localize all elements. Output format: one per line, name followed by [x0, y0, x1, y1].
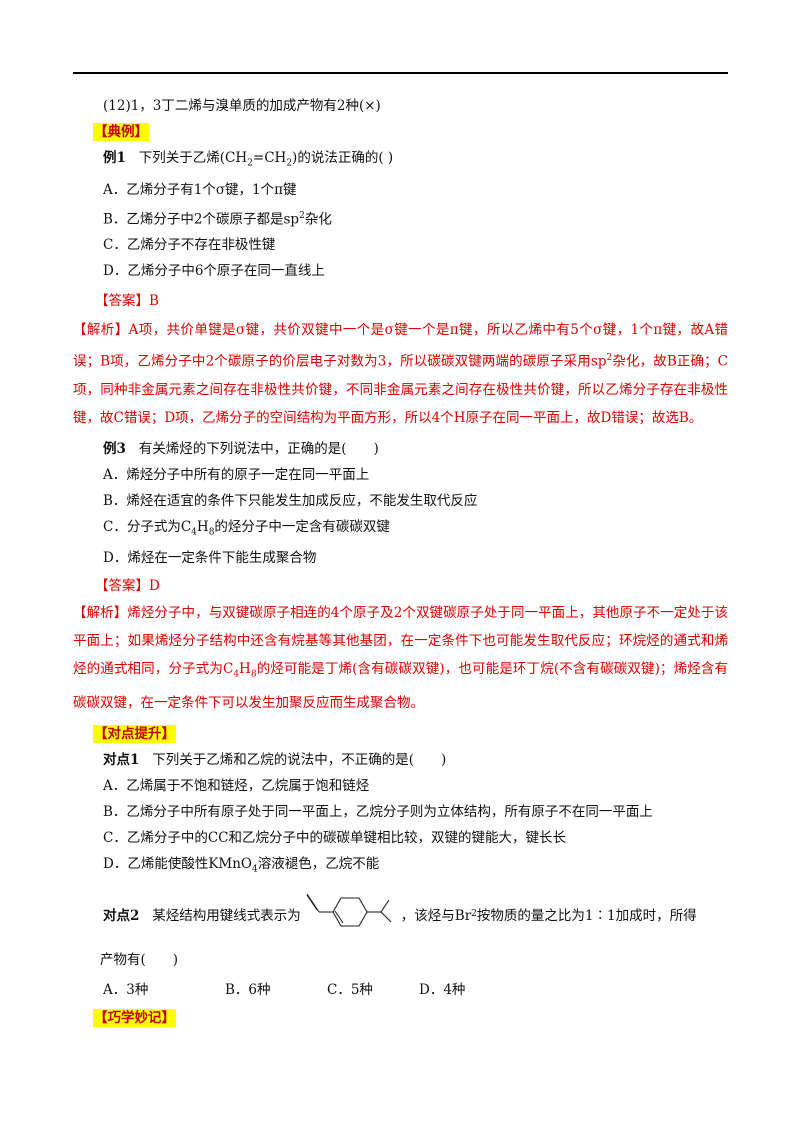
practice2-label: 对点2	[103, 907, 140, 924]
example1-option-c: C．乙烯分子不存在非极性键	[103, 237, 276, 254]
practice2-option-d: D．4种	[419, 981, 466, 998]
header-rule	[73, 72, 728, 74]
practice1-option-d: D．乙烯能使酸性KMnO4溶液褪色，乙烷不能	[103, 856, 380, 875]
example1-label: 例1	[103, 150, 126, 166]
example1-analysis: 【解析】A项，共价单键是σ键，共价双键中一个是σ键一个是π键，所以乙烯中有5个σ…	[73, 322, 729, 426]
section-practice-heading: 【对点提升】	[93, 721, 728, 747]
section-tips-heading: 【巧学妙记】	[93, 1005, 728, 1031]
practice2-option-a: A．3种	[103, 981, 149, 998]
example3-question: 例3 有关烯烃的下列说法中，正确的是( )	[103, 440, 379, 457]
example1-question: 例1 下列关于乙烯(CH2=CH2)的说法正确的( )	[103, 150, 394, 169]
practice2-question-line2: 产物有( )	[100, 951, 179, 968]
top-line: (12)1，3丁二烯与溴单质的加成产物有2种(×)	[103, 98, 381, 114]
example1-option-a: A．乙烯分子有1个σ键，1个π键	[103, 181, 297, 198]
practice2-options: A．3种 B．6种 C．5种 D．4种	[103, 977, 728, 1003]
example3-label: 例3	[103, 440, 126, 457]
example1-option-d: D．乙烯分子中6个原子在同一直线上	[103, 263, 325, 280]
practice1-label: 对点1	[103, 752, 140, 769]
section-tips-label: 【巧学妙记】	[93, 1008, 176, 1027]
example1-answer: 【答案】B	[95, 293, 159, 310]
methyl-bond-1	[380, 899, 390, 913]
practice2-option-c: C．5种	[327, 981, 373, 998]
vinyl-double-bond	[306, 894, 318, 911]
practice2-option-b: B．6种	[225, 981, 271, 998]
section-practice-label: 【对点提升】	[93, 725, 176, 744]
example3-option-d: D．烯烃在一定条件下能生成聚合物	[103, 550, 317, 567]
example3-analysis: 【解析】烯烃分子中，与双键碳原子相连的4个原子及2个双键碳原子处于同一平面上，其…	[73, 605, 728, 712]
cyclohexene-ring	[332, 897, 368, 927]
methyl-bond-2	[380, 911, 392, 923]
practice1-question: 对点1 下列关于乙烯和乙烷的说法中，不正确的是( )	[103, 752, 447, 769]
document-body: (12)1，3丁二烯与溴单质的加成产物有2种(×) 【典例】 例1 下列关于乙烯…	[73, 93, 728, 1031]
example3-option-a: A．烯烃分子中所有的原子一定在同一平面上	[103, 466, 370, 483]
skeletal-structure-diagram	[306, 893, 392, 927]
ring-double-bond	[334, 910, 344, 924]
example3-option-c: C．分子式为C4H8的烃分子中一定含有碳碳双键	[103, 518, 390, 538]
vinyl-bond-1	[306, 893, 320, 913]
section-example-label: 【典例】	[93, 123, 149, 141]
practice1-option-a: A．乙烯属于不饱和链烃，乙烷属于饱和链烃	[103, 778, 370, 795]
example3-answer: 【答案】D	[95, 578, 160, 595]
section-example-heading: 【典例】	[93, 119, 728, 145]
example3-option-b: B．烯烃在适宜的条件下只能发生加成反应，不能发生取代反应	[103, 492, 478, 509]
practice1-option-b: B．乙烯分子中所有原子处于同一平面上，乙烷分子则为立体结构，所有原子不在同一平面…	[103, 804, 653, 821]
practice1-option-c: C．乙烯分子中的CC和乙烷分子中的碳碳单键相比较，双键的键能大，键长长	[103, 830, 566, 847]
example1-option-b: B．乙烯分子中2个碳原子都是sp2杂化	[103, 210, 332, 228]
